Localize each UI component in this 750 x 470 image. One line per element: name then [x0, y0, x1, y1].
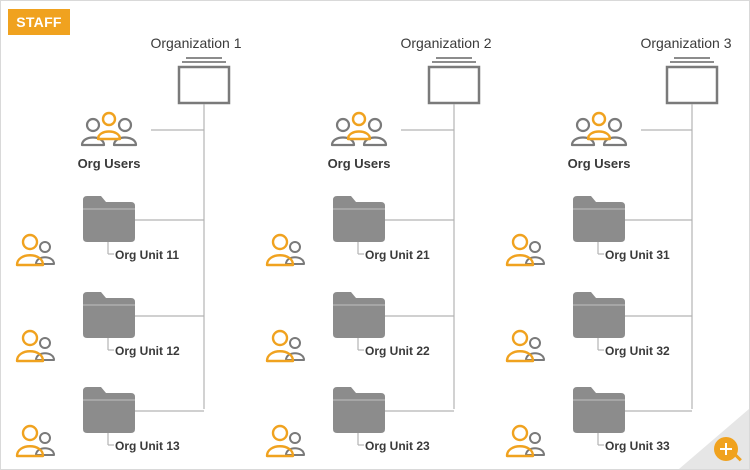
org-title-3: Organization 3	[640, 35, 731, 51]
org-title-1: Organization 1	[150, 35, 241, 51]
zoom-in-icon[interactable]	[714, 437, 738, 461]
org-unit-label-22: Org Unit 22	[365, 344, 430, 358]
staff-badge: STAFF	[8, 9, 70, 35]
unit-users-icon-21	[265, 233, 305, 267]
folder-icon-33	[573, 387, 625, 433]
org-title-2: Organization 2	[400, 35, 491, 51]
folder-icon-13	[83, 387, 135, 433]
folder-icon-22	[333, 292, 385, 338]
organization-icon-2	[427, 57, 481, 105]
folder-icon-21	[333, 196, 385, 242]
org-unit-label-13: Org Unit 13	[115, 439, 180, 453]
folder-icon-31	[573, 196, 625, 242]
folder-icon-11	[83, 196, 135, 242]
organization-icon-1	[177, 57, 231, 105]
unit-users-icon-11	[15, 233, 55, 267]
organization-icon-3	[665, 57, 719, 105]
unit-users-icon-31	[505, 233, 545, 267]
unit-users-icon-23	[265, 424, 305, 458]
folder-icon-32	[573, 292, 625, 338]
folder-icon-23	[333, 387, 385, 433]
org-users-label-2: Org Users	[328, 156, 391, 171]
org-users-icon-3	[570, 111, 628, 147]
unit-users-icon-13	[15, 424, 55, 458]
org-unit-label-21: Org Unit 21	[365, 248, 430, 262]
unit-users-icon-32	[505, 329, 545, 363]
org-unit-label-31: Org Unit 31	[605, 248, 670, 262]
org-unit-label-12: Org Unit 12	[115, 344, 180, 358]
org-unit-label-32: Org Unit 32	[605, 344, 670, 358]
org-users-label-3: Org Users	[568, 156, 631, 171]
folder-icon-12	[83, 292, 135, 338]
org-unit-label-11: Org Unit 11	[115, 248, 179, 262]
zoom-plus-vertical	[725, 443, 727, 455]
org-users-icon-2	[330, 111, 388, 147]
org-users-label-1: Org Users	[78, 156, 141, 171]
unit-users-icon-12	[15, 329, 55, 363]
org-users-icon-1	[80, 111, 138, 147]
org-unit-label-23: Org Unit 23	[365, 439, 430, 453]
org-unit-label-33: Org Unit 33	[605, 439, 670, 453]
unit-users-icon-33	[505, 424, 545, 458]
unit-users-icon-22	[265, 329, 305, 363]
